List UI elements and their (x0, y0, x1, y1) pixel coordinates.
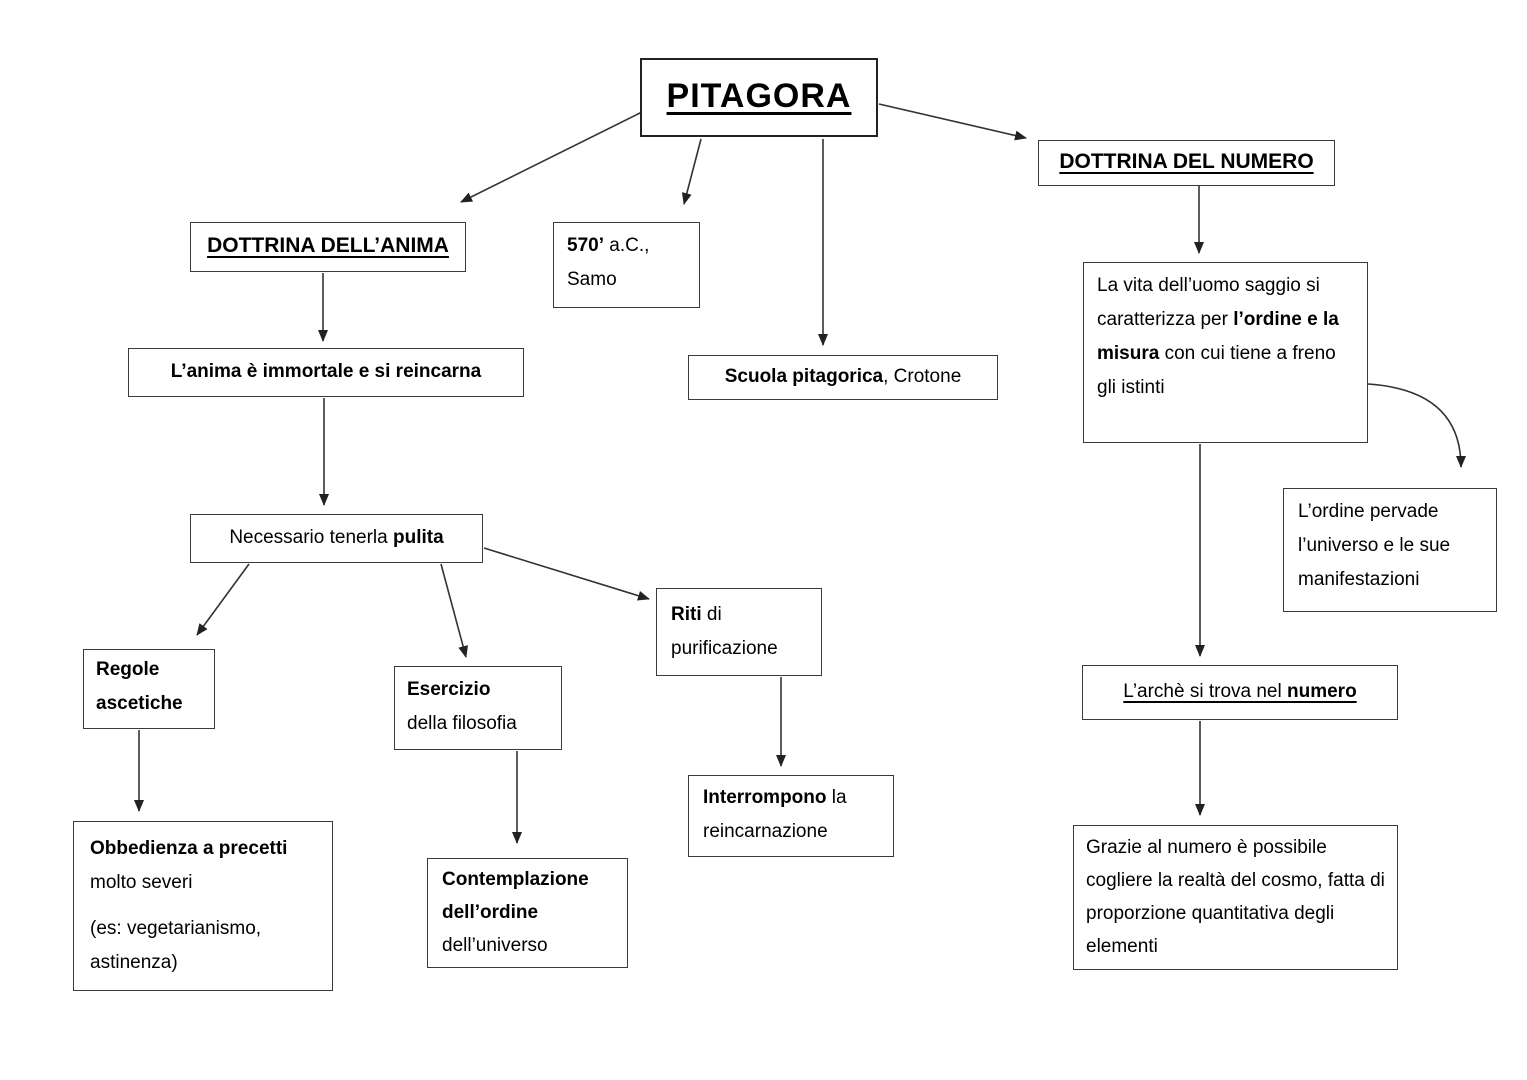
arrow-pitagora-to-nascita (681, 138, 702, 205)
arrow-pitagora-to-dottrina-numero (878, 103, 1027, 141)
lavita-post: con cui tiene a freno gli istinti (1097, 343, 1336, 398)
arche-underlined: L’archè si trova nel numero (1123, 681, 1356, 702)
node-ordine-pervade: L’ordine pervade l’universo e le sue man… (1283, 488, 1497, 612)
dottrina-numero-label: DOTTRINA DEL NUMERO (1059, 150, 1314, 173)
arrow-lavita-to-ordine-pervade (1367, 383, 1466, 468)
arche-bold: numero (1287, 681, 1357, 702)
node-pitagora: PITAGORA (640, 58, 878, 137)
pitagora-title: PITAGORA (666, 77, 852, 115)
node-anima-immortale: L’anima è immortale e si reincarna (128, 348, 524, 397)
scuola-rest: , Crotone (883, 366, 962, 387)
obbedienza-paragraph1: Obbedienza a precetti molto severi (90, 832, 318, 900)
nascita-place: Samo (567, 269, 617, 290)
esercizio-bold: Esercizio (407, 679, 491, 700)
node-arche-numero: L’archè si trova nel numero (1082, 665, 1398, 720)
node-interrompono-reincarnazione: Interrompono la reincarnazione (688, 775, 894, 857)
node-scuola-pitagorica: Scuola pitagorica, Crotone (688, 355, 998, 400)
node-la-vita: La vita dell’uomo saggio si caratterizza… (1083, 262, 1368, 443)
node-dottrina-numero: DOTTRINA DEL NUMERO (1038, 140, 1335, 186)
regole-label: Regole ascetiche (96, 659, 183, 714)
scuola-bold: Scuola pitagorica (724, 366, 884, 387)
node-esercizio-filosofia: Esercizio della filosofia (394, 666, 562, 750)
contemplazione-rest: dell’universo (442, 935, 548, 956)
obbedienza-rest: molto severi (90, 872, 193, 893)
obbedienza-bold: Obbedienza a precetti (90, 838, 288, 859)
interrompono-bold: Interrompono (703, 787, 827, 808)
grazie-label: Grazie al numero è possibile cogliere la… (1086, 837, 1385, 957)
node-nascita: 570’ a.C., Samo (553, 222, 700, 308)
node-dottrina-anima: DOTTRINA DELL’ANIMA (190, 222, 466, 272)
esercizio-rest: della filosofia (407, 713, 517, 734)
node-grazie-numero: Grazie al numero è possibile cogliere la… (1073, 825, 1398, 970)
dottrina-anima-label: DOTTRINA DELL’ANIMA (207, 234, 449, 257)
arrow-necessario-to-regole (196, 563, 250, 636)
contemplazione-bold: Contemplazione dell’ordine (442, 869, 589, 923)
ordine-pervade-label: L’ordine pervade l’universo e le sue man… (1298, 501, 1451, 590)
node-contemplazione-ordine: Contemplazione dell’ordine dell’universo (427, 858, 628, 968)
arrow-pitagora-to-dottrina-anima (460, 111, 643, 203)
arche-pre: L’archè si trova nel (1123, 681, 1287, 702)
interrompono-rest: la reincarnazione (703, 787, 847, 842)
anima-immortale-label: L’anima è immortale e si reincarna (170, 361, 482, 382)
node-necessario-pulita: Necessario tenerla pulita (190, 514, 483, 563)
nascita-line1: 570’ a.C., (567, 229, 699, 263)
node-obbedienza-precetti: Obbedienza a precetti molto severi (es: … (73, 821, 333, 991)
obbedienza-paragraph2: (es: vegetarianismo, astinenza) (90, 918, 262, 973)
riti-rest: di purificazione (671, 604, 778, 659)
nascita-year: 570’ (567, 235, 604, 256)
node-regole-ascetiche: Regole ascetiche (83, 649, 215, 729)
arrow-necessario-to-esercizio (440, 563, 468, 658)
necessario-pre: Necessario tenerla (229, 527, 394, 548)
arrow-necessario-to-riti (483, 547, 650, 601)
lavita-pre: La vita dell’uomo saggio si caratterizza… (1097, 275, 1320, 330)
riti-bold: Riti (671, 604, 702, 625)
lavita-bold: l’ordine e la misura (1097, 309, 1339, 364)
necessario-bold: pulita (393, 527, 444, 548)
nascita-era: a.C., (603, 235, 650, 256)
node-riti-purificazione: Riti di purificazione (656, 588, 822, 676)
